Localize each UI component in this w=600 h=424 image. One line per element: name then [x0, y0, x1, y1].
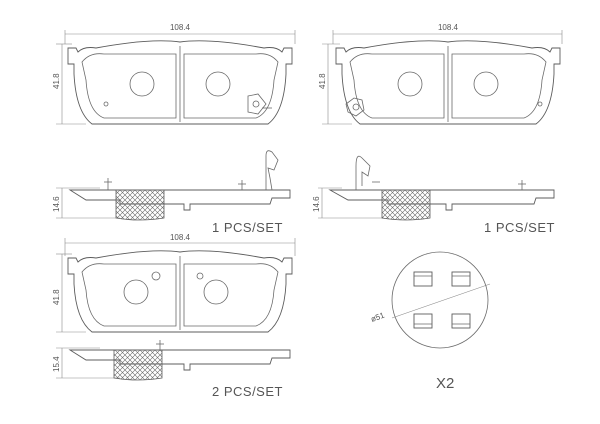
pad-a-height-dimension: 41.8 — [52, 43, 86, 125]
pad-b-wear-sensor — [345, 97, 365, 117]
pad-a-width-dimension: 108.4 — [64, 23, 296, 44]
pad-a-thickness-label: 14.6 — [52, 196, 61, 212]
pad-a-quantity-label: 1 PCS/SET — [212, 220, 283, 235]
pad-a-height-label: 41.8 — [52, 73, 61, 89]
pad-c-quantity-label: 2 PCS/SET — [212, 384, 283, 399]
pad-c-thickness-label: 15.4 — [52, 356, 61, 372]
accessory-clip — [451, 313, 471, 329]
pad-c-side-view: 15.4 — [52, 340, 291, 381]
accessory-clip — [413, 313, 433, 329]
pad-a-thickness-dimension: 14.6 — [52, 187, 120, 219]
pad-a-front-view: 108.4 41.8 — [52, 23, 296, 125]
pad-c-width-dimension: 108.4 — [64, 233, 296, 256]
accessory-clip — [451, 271, 471, 287]
pad-c-front-view: 108.4 41.8 — [52, 233, 296, 333]
pad-c-width-label: 108.4 — [170, 233, 191, 242]
accessory-multiplier-label: X2 — [436, 375, 454, 392]
pad-c-height-dimension: 41.8 — [52, 253, 86, 333]
accessory-clip-detail: ø51 — [370, 251, 491, 349]
accessory-clip — [413, 271, 433, 287]
accessory-diameter-label: ø51 — [370, 311, 387, 324]
pad-b-height-dimension: 41.8 — [318, 43, 352, 125]
pad-b-width-label: 108.4 — [438, 23, 459, 32]
pad-b-front-view: 108.4 41.8 — [318, 23, 563, 125]
pad-b-thickness-dimension: 14.6 — [312, 187, 384, 219]
pad-b-height-label: 41.8 — [318, 73, 327, 89]
pad-a-width-label: 108.4 — [170, 23, 191, 32]
pad-b-width-dimension: 108.4 — [332, 23, 563, 44]
pad-b-side-view: 14.6 — [312, 155, 555, 221]
pad-a-side-view: 14.6 — [52, 150, 291, 221]
pad-b-thickness-label: 14.6 — [312, 196, 321, 212]
pad-c-thickness-dimension: 15.4 — [52, 347, 120, 379]
pad-c-height-label: 41.8 — [52, 289, 61, 305]
pad-b-quantity-label: 1 PCS/SET — [484, 220, 555, 235]
pad-a-wear-sensor — [247, 93, 272, 115]
